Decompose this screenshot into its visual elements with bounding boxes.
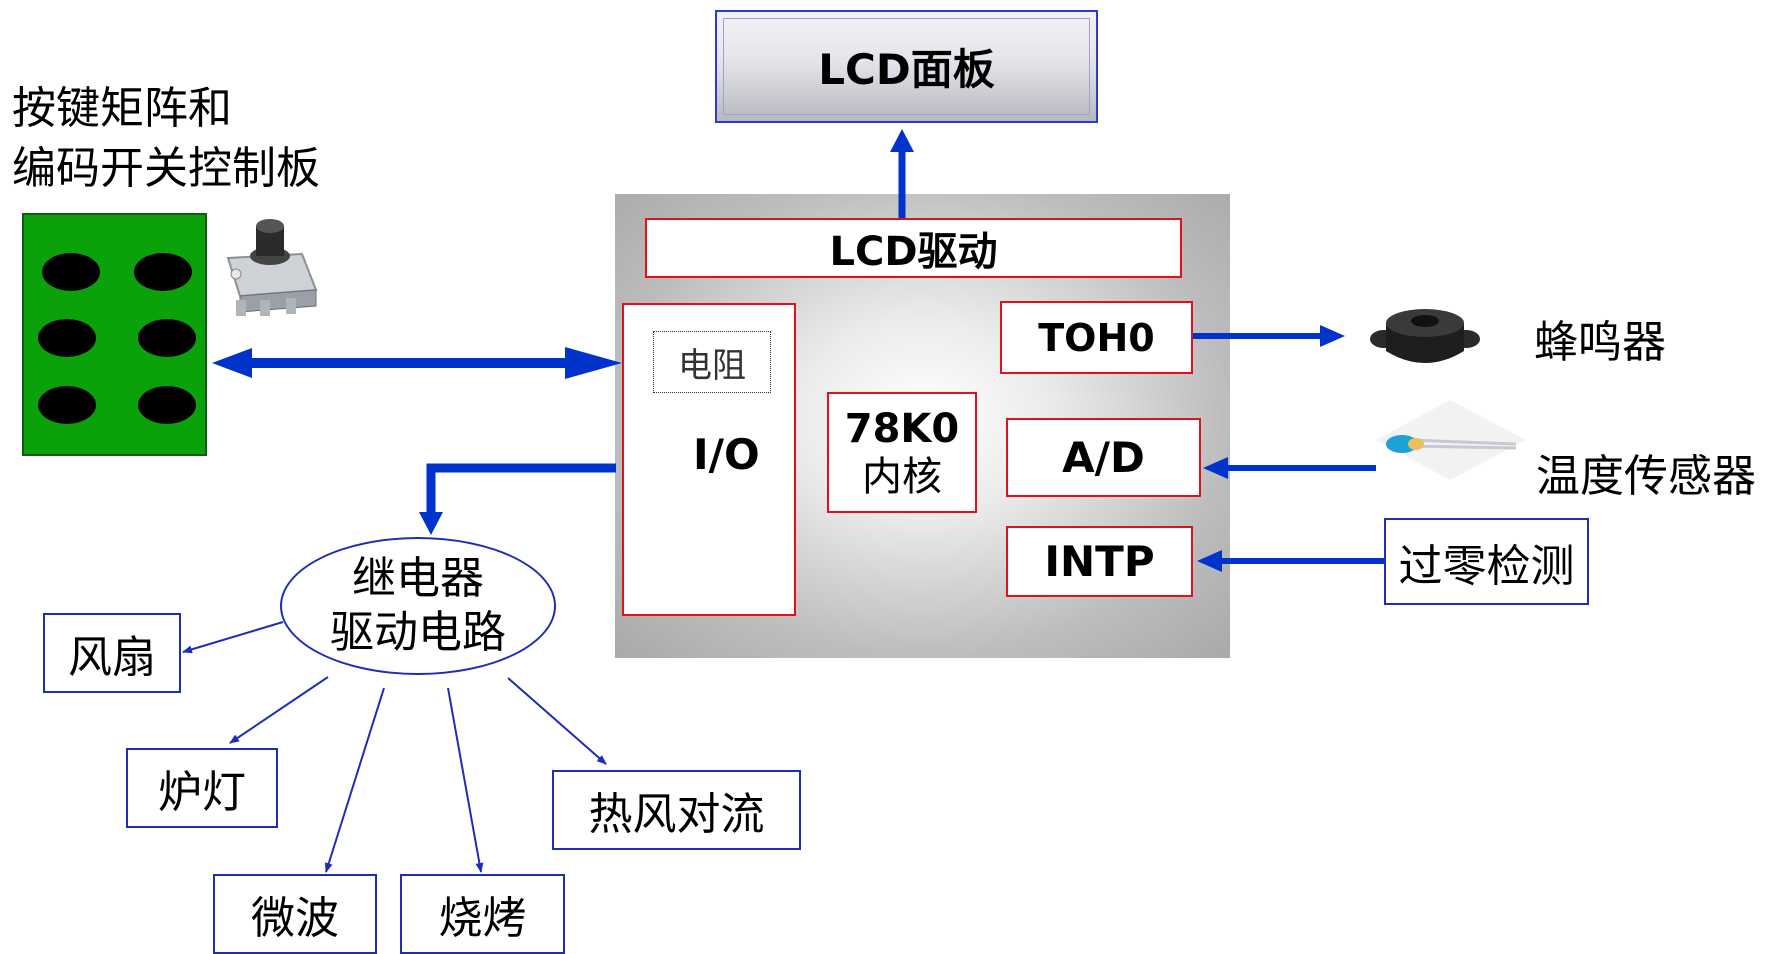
fan-label: 风扇	[68, 632, 156, 683]
control-board-title-line1: 按键矩阵和	[12, 83, 232, 134]
rotary-encoder-icon	[216, 214, 326, 324]
control-board-title-line2: 编码开关控制板	[12, 143, 320, 194]
microwave-label: 微波	[251, 893, 339, 944]
buzzer-label: 蜂鸣器	[1534, 317, 1666, 368]
toh0-buzzer-arrow	[1193, 325, 1345, 347]
core-label-model: 78K0	[844, 405, 960, 452]
temperature-sensor-icon	[1376, 400, 1526, 480]
key-button-2	[134, 253, 192, 291]
relay-label-line2: 驱动电路	[330, 607, 506, 658]
board-io-double-arrow	[212, 347, 622, 379]
zero-cross-label: 过零检测	[1398, 540, 1575, 592]
key-button-1	[42, 253, 100, 291]
lcd-driver-box: LCD驱动	[645, 218, 1182, 278]
relay-fan-arrow	[182, 621, 284, 654]
oven-light-box: 炉灯	[126, 748, 278, 828]
buzzer-icon	[1370, 309, 1480, 363]
resistor-label: 电阻	[678, 345, 746, 386]
bake-label: 烧烤	[438, 893, 527, 944]
lcd-driver-label: LCD驱动	[829, 229, 998, 275]
relay-label-line1: 继电器	[352, 553, 484, 604]
convection-label: 热风对流	[588, 789, 765, 840]
core-label-kernel: 内核	[862, 453, 942, 500]
io-relay-arrow	[419, 463, 616, 535]
toh0-box: TOH0	[1000, 301, 1193, 374]
io-label: I/O	[693, 430, 760, 479]
fan-box: 风扇	[43, 613, 181, 693]
lcd-panel-label: LCD面板	[818, 45, 995, 94]
bake-box: 烧烤	[400, 874, 565, 954]
resistor-box: 电阻	[653, 331, 771, 393]
relay-light-arrow	[229, 676, 329, 744]
ad-box: A/D	[1006, 418, 1201, 497]
intp-box: INTP	[1006, 526, 1193, 597]
intp-label: INTP	[1044, 537, 1155, 586]
relay-microwave-arrow	[324, 687, 385, 873]
sensor-ad-arrow	[1203, 457, 1376, 479]
key-button-5	[38, 386, 96, 424]
convection-box: 热风对流	[552, 770, 801, 850]
control-board	[22, 213, 207, 456]
lcd-panel: LCD面板	[715, 10, 1098, 123]
temperature-sensor-label: 温度传感器	[1536, 451, 1756, 502]
relay-convection-arrow	[507, 677, 607, 765]
relay-bake-arrow	[447, 687, 484, 873]
key-button-6	[138, 386, 196, 424]
key-button-3	[38, 319, 96, 357]
zero-cross-box: 过零检测	[1384, 518, 1589, 605]
ad-label: A/D	[1062, 433, 1145, 482]
lcd-up-arrow	[890, 129, 914, 218]
key-button-4	[138, 319, 196, 357]
toh0-label: TOH0	[1038, 315, 1155, 360]
oven-light-label: 炉灯	[158, 767, 246, 818]
relay-driver-ellipse: 继电器 驱动电路	[280, 537, 556, 675]
core-box: 78K0 内核	[827, 392, 977, 513]
zerocross-intp-arrow	[1197, 550, 1384, 572]
microwave-box: 微波	[213, 874, 377, 954]
